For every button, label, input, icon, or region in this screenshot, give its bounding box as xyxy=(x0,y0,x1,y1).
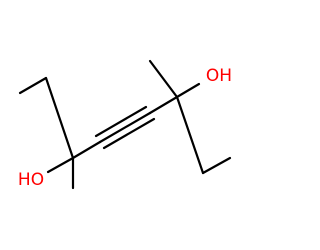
bond-right-oh xyxy=(175,82,201,99)
bond-right-ethyl-inner xyxy=(175,95,205,175)
bond-left-ethyl-terminal xyxy=(18,76,48,95)
bond-right-ethyl-terminal xyxy=(201,156,232,175)
triple-bond-line-3 xyxy=(102,117,156,150)
hydroxyl-label-upper: OH xyxy=(206,66,232,86)
bond-left-oh xyxy=(46,156,75,174)
molecule-structure: OH HO xyxy=(18,59,232,190)
hydroxyl-label-lower: HO xyxy=(18,170,44,190)
triple-bond-line-1 xyxy=(98,111,152,144)
bond-alkyne-single-right xyxy=(148,95,179,115)
bond-right-methyl xyxy=(148,59,179,99)
bond-alkyne-single-left xyxy=(71,140,102,160)
triple-bond-line-2 xyxy=(94,105,148,138)
bond-left-ethyl-inner xyxy=(44,76,75,160)
